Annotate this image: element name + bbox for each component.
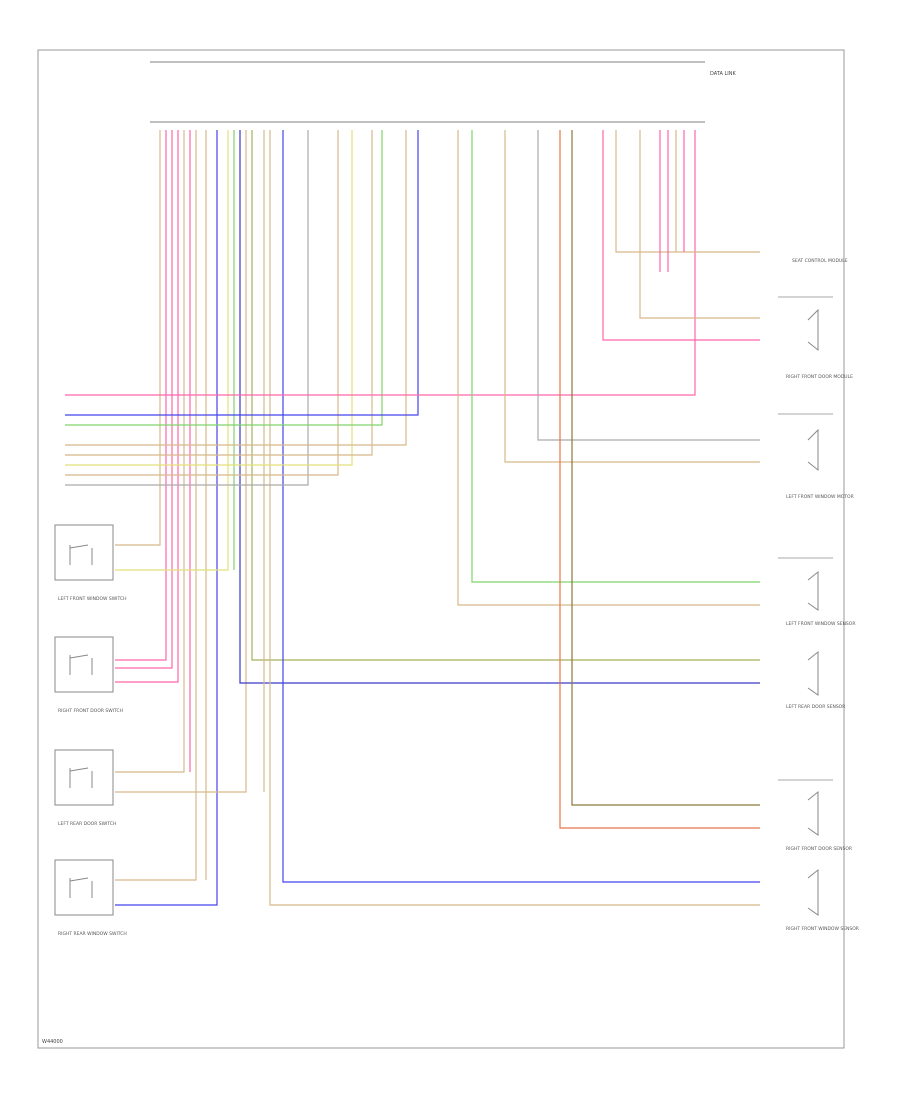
right-front-window-sensor: RIGHT FRONT WINDOW SENSOR xyxy=(786,868,859,932)
footer-code: W44000 xyxy=(42,1039,63,1045)
left-front-window-switch: LEFT FRONT WINDOW SWITCH xyxy=(54,524,127,602)
component-label: RIGHT FRONT WINDOW SENSOR xyxy=(786,926,859,932)
wire xyxy=(65,130,309,486)
component-label: LEFT REAR DOOR SENSOR xyxy=(786,704,845,710)
right-front-door-sensor: RIGHT FRONT DOOR SENSOR xyxy=(778,779,852,852)
wire xyxy=(639,130,760,319)
component-label: LEFT FRONT WINDOW SWITCH xyxy=(58,596,127,602)
left-rear-door-switch: LEFT REAR DOOR SWITCH xyxy=(54,749,116,827)
wire xyxy=(65,130,419,416)
wire xyxy=(115,130,185,773)
component-label: RIGHT FRONT DOOR SWITCH xyxy=(58,708,123,714)
wire xyxy=(115,130,167,661)
diagram-title: DATA LINK xyxy=(710,71,736,77)
connector-icon xyxy=(807,570,819,611)
wire xyxy=(559,130,760,829)
connector-icon xyxy=(807,650,819,696)
wire xyxy=(115,130,229,571)
switch-contact-icon xyxy=(69,877,93,898)
switch-contact-icon xyxy=(69,767,93,788)
connector-icon xyxy=(807,868,819,916)
wire-group xyxy=(65,130,760,906)
wire xyxy=(537,130,760,441)
right-front-door-module: RIGHT FRONT DOOR MODULE xyxy=(778,296,853,380)
wire xyxy=(251,130,760,661)
component-label: RIGHT FRONT DOOR MODULE xyxy=(786,374,853,380)
switch-contact-icon xyxy=(69,544,93,565)
wire xyxy=(115,130,179,683)
wire xyxy=(282,130,760,883)
switch-body xyxy=(54,859,114,916)
diagram-border xyxy=(37,49,845,1049)
right-front-door-switch: RIGHT FRONT DOOR SWITCH xyxy=(54,636,123,714)
wire xyxy=(457,130,760,606)
wire xyxy=(65,130,696,396)
wire xyxy=(65,130,353,466)
component-label: LEFT FRONT WINDOW SENSOR xyxy=(786,621,855,627)
left-rear-door-sensor: LEFT REAR DOOR SENSOR xyxy=(786,650,845,710)
wire xyxy=(615,130,760,253)
left-front-window-sensor: LEFT FRONT WINDOW SENSOR xyxy=(778,557,855,627)
wire xyxy=(269,130,760,906)
wire xyxy=(65,130,407,446)
wire xyxy=(115,130,161,546)
wire xyxy=(65,130,373,456)
component-label: RIGHT REAR WINDOW SWITCH xyxy=(58,931,127,937)
seat-control-module: SEAT CONTROL MODULE xyxy=(792,258,848,264)
component-label: SEAT CONTROL MODULE xyxy=(792,258,848,264)
connector-icon xyxy=(807,428,819,472)
wire xyxy=(602,130,760,341)
component-label: LEFT REAR DOOR SWITCH xyxy=(58,821,116,827)
right-rear-window-switch: RIGHT REAR WINDOW SWITCH xyxy=(54,859,127,937)
connector-icon xyxy=(807,790,819,836)
wire xyxy=(115,130,197,881)
switch-contact-icon xyxy=(69,654,93,675)
wire xyxy=(471,130,760,583)
switch-body xyxy=(54,636,114,693)
component-label: LEFT FRONT WINDOW MOTOR xyxy=(786,494,854,500)
wire xyxy=(239,130,760,684)
wire xyxy=(115,130,247,793)
connector-icon xyxy=(807,308,819,352)
wire xyxy=(115,130,218,906)
switch-body xyxy=(54,749,114,806)
wire xyxy=(115,130,173,669)
wire xyxy=(65,130,339,476)
wire xyxy=(571,130,760,806)
switch-body xyxy=(54,524,114,581)
component-label: RIGHT FRONT DOOR SENSOR xyxy=(786,846,852,852)
wire xyxy=(504,130,760,463)
wire xyxy=(65,130,383,426)
left-front-window-motor: LEFT FRONT WINDOW MOTOR xyxy=(778,413,854,500)
